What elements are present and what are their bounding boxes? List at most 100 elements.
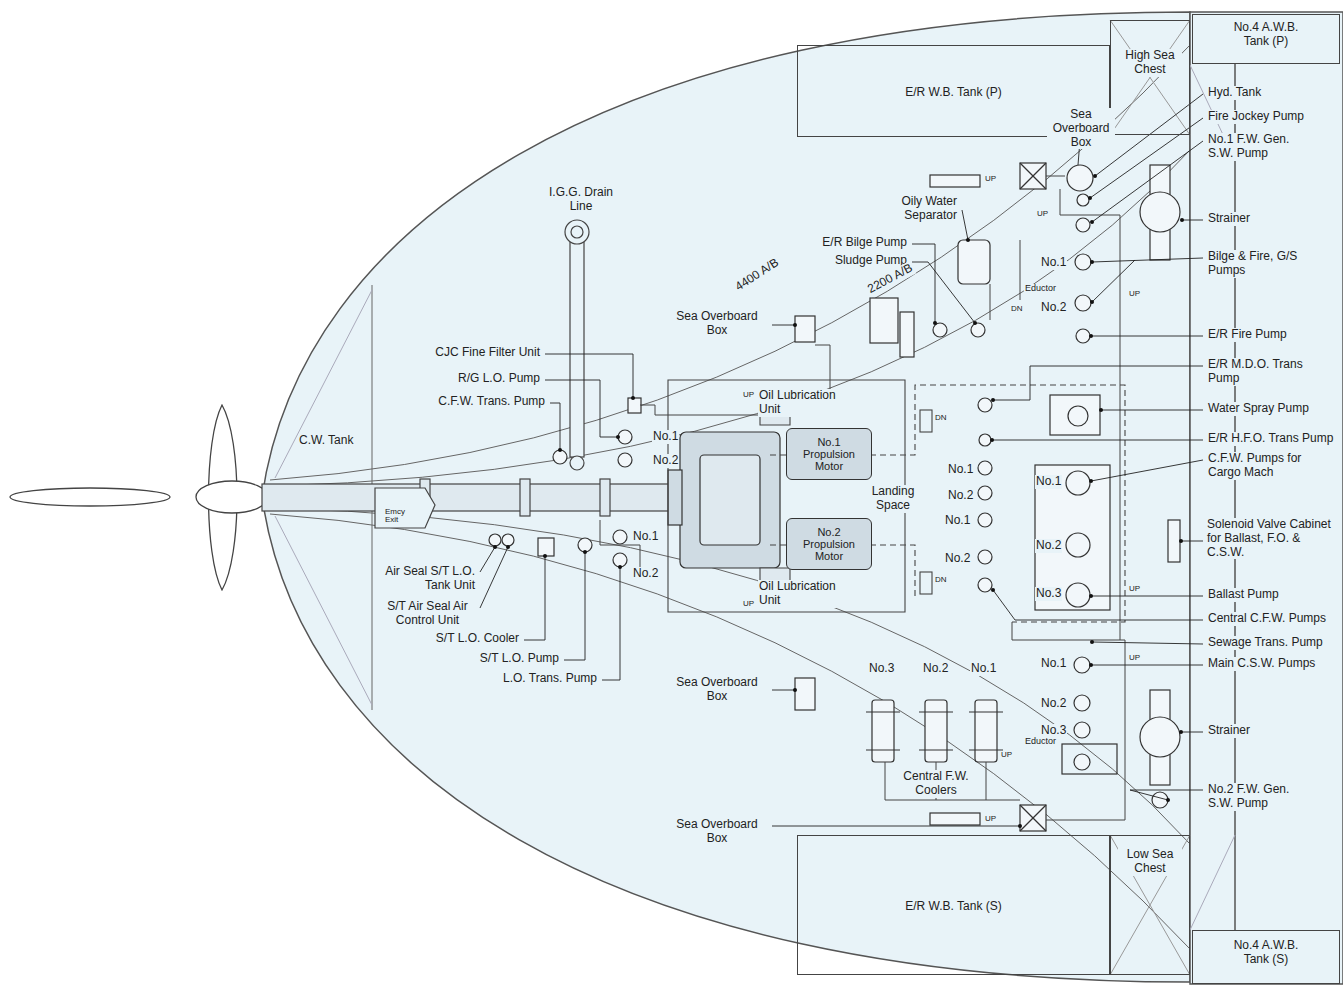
leader-dot: [1166, 798, 1170, 802]
part-label: Sewage Trans. Pump: [1207, 636, 1324, 650]
motor-box: No.1 Propulsion Motor: [786, 428, 872, 480]
leader-line: [993, 366, 1203, 400]
unit-number: No.2: [922, 662, 949, 676]
tank-boundary: [1110, 20, 1190, 135]
cooler-symbol: [969, 749, 1003, 750]
leader-line: [993, 590, 1203, 620]
leader-dot: [1089, 663, 1093, 667]
leader-line: [480, 547, 508, 608]
flow-direction-label: UP: [1128, 654, 1141, 662]
part-label: No.2 F.W. Gen. S.W. Pump: [1207, 783, 1317, 811]
leader-dot: [1093, 174, 1097, 178]
tank-box: E/R W.B. Tank (S): [797, 835, 1110, 975]
pump-symbol: [978, 550, 992, 564]
part-label: S/T Air Seal Air Control Unit: [379, 600, 476, 628]
pump-symbol: [578, 538, 592, 552]
node-text: E/R W.B. Tank (S): [904, 900, 1002, 914]
leader-line: [912, 244, 935, 323]
leader-dot: [493, 174, 1184, 828]
leader-line: [1091, 596, 1203, 597]
pump-symbol: [1074, 722, 1090, 738]
flow-direction-label: UP: [1128, 290, 1141, 298]
part-label: Water Spray Pump: [1207, 402, 1310, 416]
flow-direction-label: DN: [1010, 305, 1024, 313]
node-text: High Sea Chest: [1118, 49, 1182, 77]
part-label: E/R Bilge Pump: [821, 236, 908, 250]
part-label: Eductor: [1024, 284, 1057, 293]
pump-symbol: [1068, 406, 1088, 426]
pump-symbol: [1074, 695, 1090, 711]
pump-symbol: [1168, 520, 1180, 562]
igg-drain-line: [571, 226, 583, 238]
leader-dot: [543, 554, 547, 558]
pump-symbol: [1066, 471, 1090, 495]
part-label: Fire Jockey Pump: [1207, 110, 1305, 124]
leader-dot: [618, 565, 622, 569]
pump-symbol: [1035, 465, 1110, 610]
tank-box: No.4 A.W.B. Tank (P): [1192, 14, 1340, 64]
sea-overboard-box: [795, 678, 815, 710]
flow-direction-label: DN: [934, 414, 948, 422]
sea-overboard-box: [1020, 163, 1046, 189]
propeller: [10, 405, 268, 590]
leader-dot: [991, 588, 995, 592]
pipe-line: [600, 176, 1125, 820]
part-label: Ballast Pump: [1207, 588, 1280, 602]
sea-overboard-box: [1020, 805, 1046, 831]
node-text: E/R W.B. Tank (P): [904, 86, 1002, 100]
pump-symbol: [1075, 295, 1091, 311]
pump-symbol: [613, 530, 627, 544]
unit-number: No.2: [1035, 539, 1062, 553]
node-text: No.4 A.W.B. Tank (S): [1224, 939, 1308, 967]
unit-number: No.2: [1040, 697, 1067, 711]
leader-dot: [1179, 730, 1183, 734]
part-label: Main C.S.W. Pumps: [1207, 657, 1316, 671]
unit-number: No.1: [652, 430, 679, 444]
pump-symbol: [978, 461, 992, 475]
unit-number: No.1: [1040, 256, 1067, 270]
cooler-symbol: [866, 749, 900, 750]
pump-symbol: [502, 534, 514, 546]
pump-symbol: [618, 430, 632, 444]
cooler-symbol: [969, 711, 1003, 712]
flow-direction-label: UP: [742, 600, 755, 608]
part-label: Eductor: [1024, 737, 1057, 746]
part-label: Sludge Pump: [834, 254, 908, 268]
gearbox: [700, 455, 760, 545]
leader-line: [1101, 410, 1203, 411]
gearbox: [668, 432, 780, 568]
leader-line: [1130, 790, 1203, 800]
pump-symbol: [553, 450, 567, 464]
flow-direction-label: UP: [1036, 210, 1049, 218]
cooler-symbol: [872, 700, 894, 762]
cooler-symbol: [919, 749, 953, 750]
igg-drain-line: [565, 220, 589, 470]
tank-boundary: [270, 20, 1235, 975]
leader-line: [772, 325, 795, 326]
tank-boundary: [275, 290, 372, 478]
leader-dot: [1090, 300, 1094, 304]
flow-direction-label: UP: [1128, 585, 1141, 593]
part-label: Oil Lubrication Unit: [758, 389, 850, 417]
leader-dot: [966, 238, 970, 242]
sea-chest-box: Low Sea Chest: [1110, 835, 1190, 975]
part-label: Sea Overboard Box: [666, 676, 768, 704]
leader-line: [550, 403, 560, 450]
shaft-line: [262, 484, 687, 511]
part-label: Oily Water Separator: [886, 195, 958, 223]
part-label: L.O. Trans. Pump: [502, 672, 598, 686]
leader-line: [1091, 336, 1203, 337]
part-label: Bilge & Fire, G/S Pumps: [1207, 250, 1301, 278]
pump-symbol: [1067, 165, 1093, 191]
node-text: Low Sea Chest: [1118, 848, 1182, 876]
leader-line: [1181, 541, 1203, 542]
pump-symbol: [870, 298, 898, 343]
leader-dot: [1089, 594, 1093, 598]
pump-symbol: [1066, 533, 1090, 557]
sea-overboard-box: [795, 163, 1046, 831]
part-label: C.F.W. Pumps for Cargo Mach: [1207, 452, 1329, 480]
unit-number: No.2: [652, 454, 679, 468]
cooler-symbol: [925, 700, 947, 762]
tank-boundary: [275, 516, 372, 705]
